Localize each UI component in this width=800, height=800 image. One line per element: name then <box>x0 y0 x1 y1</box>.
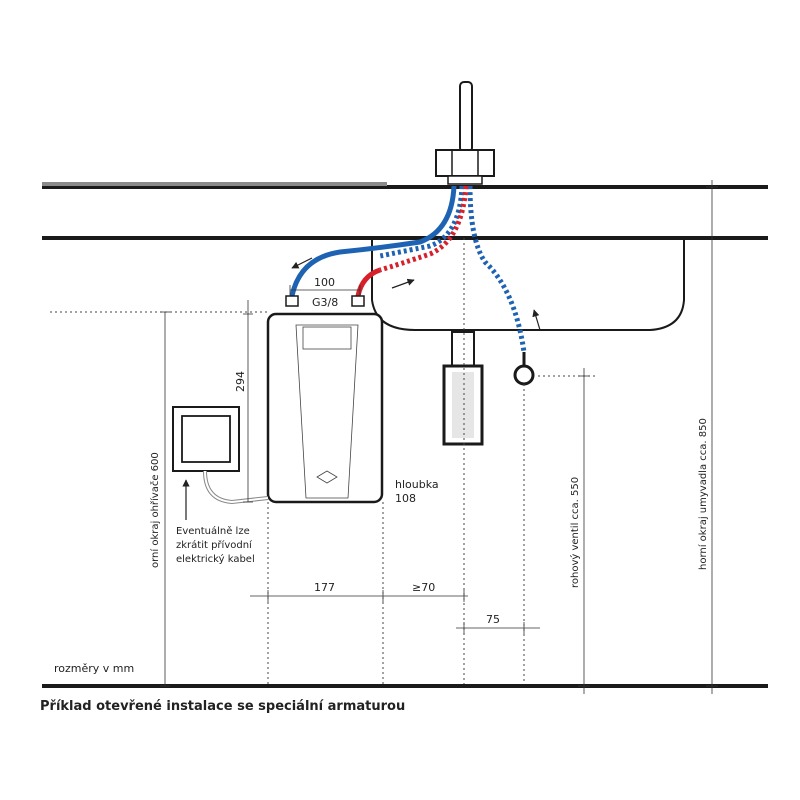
flow-arrow-cold-in <box>532 309 541 331</box>
heater-logo-icon <box>316 470 338 484</box>
drain-pipe <box>451 331 475 367</box>
faucet-spout <box>459 81 473 153</box>
countertop-shading <box>42 182 387 186</box>
electrical-box <box>172 406 240 472</box>
sink-basin <box>371 240 685 331</box>
units-label: rozměry v mm <box>54 662 134 675</box>
dim-70-label: ≥70 <box>412 581 435 594</box>
electrical-cable <box>203 470 269 505</box>
flow-arrow-cold-out <box>291 257 313 269</box>
dim-177-label: 177 <box>314 581 335 594</box>
cold-supply-pipe <box>467 185 527 353</box>
depth-label-1: hloubka <box>395 478 439 491</box>
depth-label-2: 108 <box>395 492 416 505</box>
hot-connector <box>351 295 365 307</box>
angle-valve <box>513 364 535 386</box>
cold-outlet-dash <box>379 185 465 259</box>
basin-edge-label: horní okraj umyvadla cca. 850 <box>697 418 709 570</box>
hot-pipe-to-heater <box>355 267 381 297</box>
cable-note-line-1: Eventuálně lze <box>176 525 250 537</box>
siphon-trap-shade <box>452 372 474 438</box>
thread-label: G3/8 <box>312 296 338 309</box>
angle-valve-label: rohový ventil cca. 550 <box>569 477 581 588</box>
dim-294-label: 294 <box>234 371 247 392</box>
hot-inlet-pipe <box>379 185 469 273</box>
water-heater <box>266 312 384 504</box>
diagram-caption: Příklad otevřené instalace se speciální … <box>40 699 406 714</box>
cold-outlet-pipe <box>289 185 457 297</box>
dimension-lines <box>160 180 718 694</box>
cold-connector <box>285 295 299 307</box>
dim-75-label: 75 <box>486 613 500 626</box>
faucet-base <box>447 175 483 185</box>
electrical-box-inner <box>181 415 231 463</box>
cable-note-line-2: zkrátit přívodní <box>176 539 253 551</box>
heater-display <box>302 326 352 350</box>
flow-arrow-hot-in <box>391 278 415 289</box>
heater-edge-label: orní okraj ohřívače 600 <box>149 452 161 568</box>
heater-front-panel <box>295 324 359 499</box>
faucet-body <box>435 149 495 177</box>
cable-note-line-3: elektrický kabel <box>176 553 255 565</box>
water-pipes <box>289 185 527 353</box>
dim-100-label: 100 <box>314 276 335 289</box>
